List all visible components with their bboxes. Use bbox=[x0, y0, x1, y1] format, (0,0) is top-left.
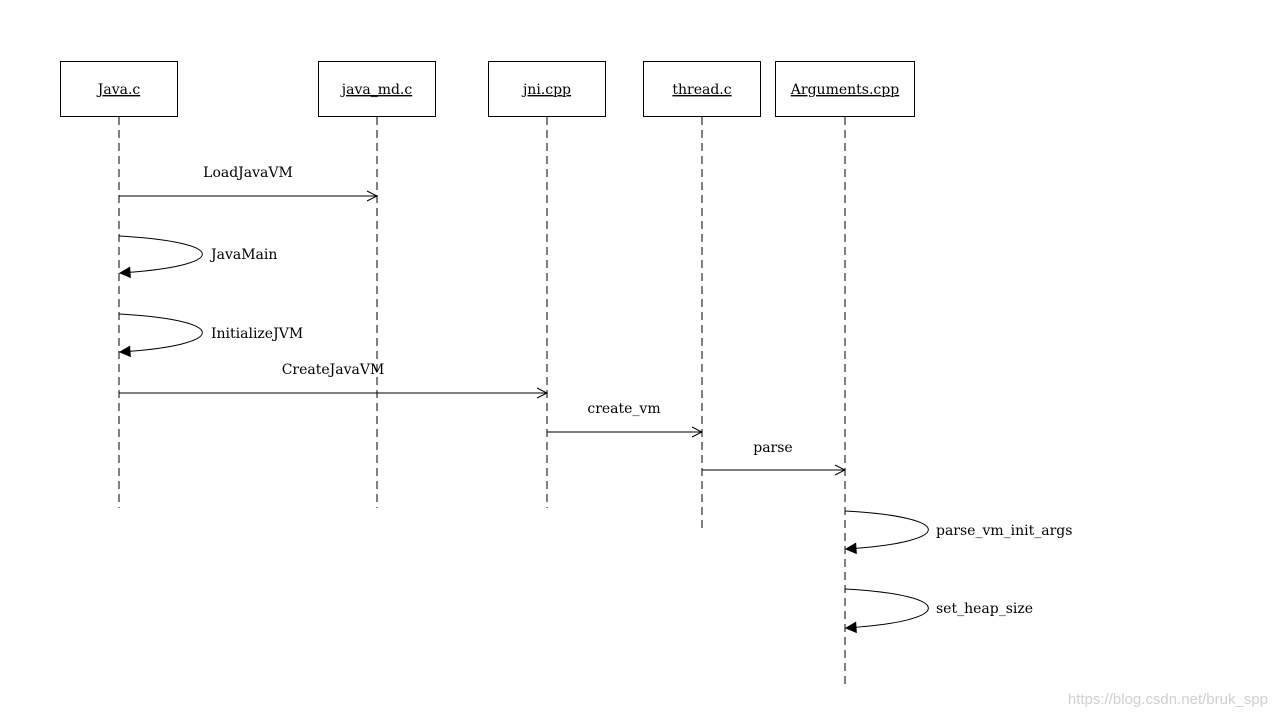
message-parse-vm-init-args: parse_vm_init_args bbox=[845, 510, 1072, 549]
message-set-heap-size: set_heap_size bbox=[845, 588, 1033, 628]
message-parse-label: parse bbox=[753, 440, 792, 456]
lifeline-arguments: Arguments.cpp bbox=[775, 61, 915, 684]
lifeline-arguments-label: Arguments.cpp bbox=[790, 82, 899, 98]
lifeline-jni-box: jni.cpp bbox=[488, 61, 606, 117]
lifeline-java-md-label: java_md.c bbox=[340, 82, 413, 98]
message-java-main-arrow bbox=[119, 235, 203, 273]
message-create-vm: create_vm bbox=[547, 401, 702, 432]
lifeline-thread: thread.c bbox=[643, 61, 761, 533]
message-parse-vm-init-args-arrow bbox=[845, 510, 929, 549]
message-create-java-vm: CreateJavaVM bbox=[119, 362, 547, 393]
message-load-java-vm: LoadJavaVM bbox=[119, 165, 377, 196]
message-create-vm-label: create_vm bbox=[587, 401, 660, 417]
lifeline-arguments-box: Arguments.cpp bbox=[775, 61, 915, 117]
message-set-heap-size-arrow bbox=[845, 588, 929, 628]
lifeline-thread-box: thread.c bbox=[643, 61, 761, 117]
lifeline-java-md-box: java_md.c bbox=[318, 61, 436, 117]
message-create-java-vm-label: CreateJavaVM bbox=[282, 362, 385, 378]
lifeline-java-label: Java.c bbox=[96, 82, 141, 98]
message-initialize-jvm-label: InitializeJVM bbox=[211, 326, 303, 342]
lifeline-java: Java.c bbox=[60, 61, 178, 508]
lifeline-jni-label: jni.cpp bbox=[521, 82, 571, 98]
lifeline-java-md: java_md.c bbox=[318, 61, 436, 508]
lifeline-java-box: Java.c bbox=[60, 61, 178, 117]
message-initialize-jvm: InitializeJVM bbox=[119, 313, 303, 352]
message-initialize-jvm-arrow bbox=[119, 313, 203, 352]
message-java-main: JavaMain bbox=[119, 235, 277, 273]
message-java-main-label: JavaMain bbox=[209, 247, 277, 263]
message-load-java-vm-label: LoadJavaVM bbox=[203, 165, 293, 181]
message-parse-vm-init-args-label: parse_vm_init_args bbox=[936, 523, 1072, 539]
lifeline-thread-label: thread.c bbox=[672, 82, 731, 98]
message-set-heap-size-label: set_heap_size bbox=[936, 601, 1033, 617]
lifeline-jni: jni.cpp bbox=[488, 61, 606, 508]
watermark: https://blog.csdn.net/bruk_spp bbox=[1068, 691, 1268, 708]
message-parse: parse bbox=[702, 440, 845, 470]
